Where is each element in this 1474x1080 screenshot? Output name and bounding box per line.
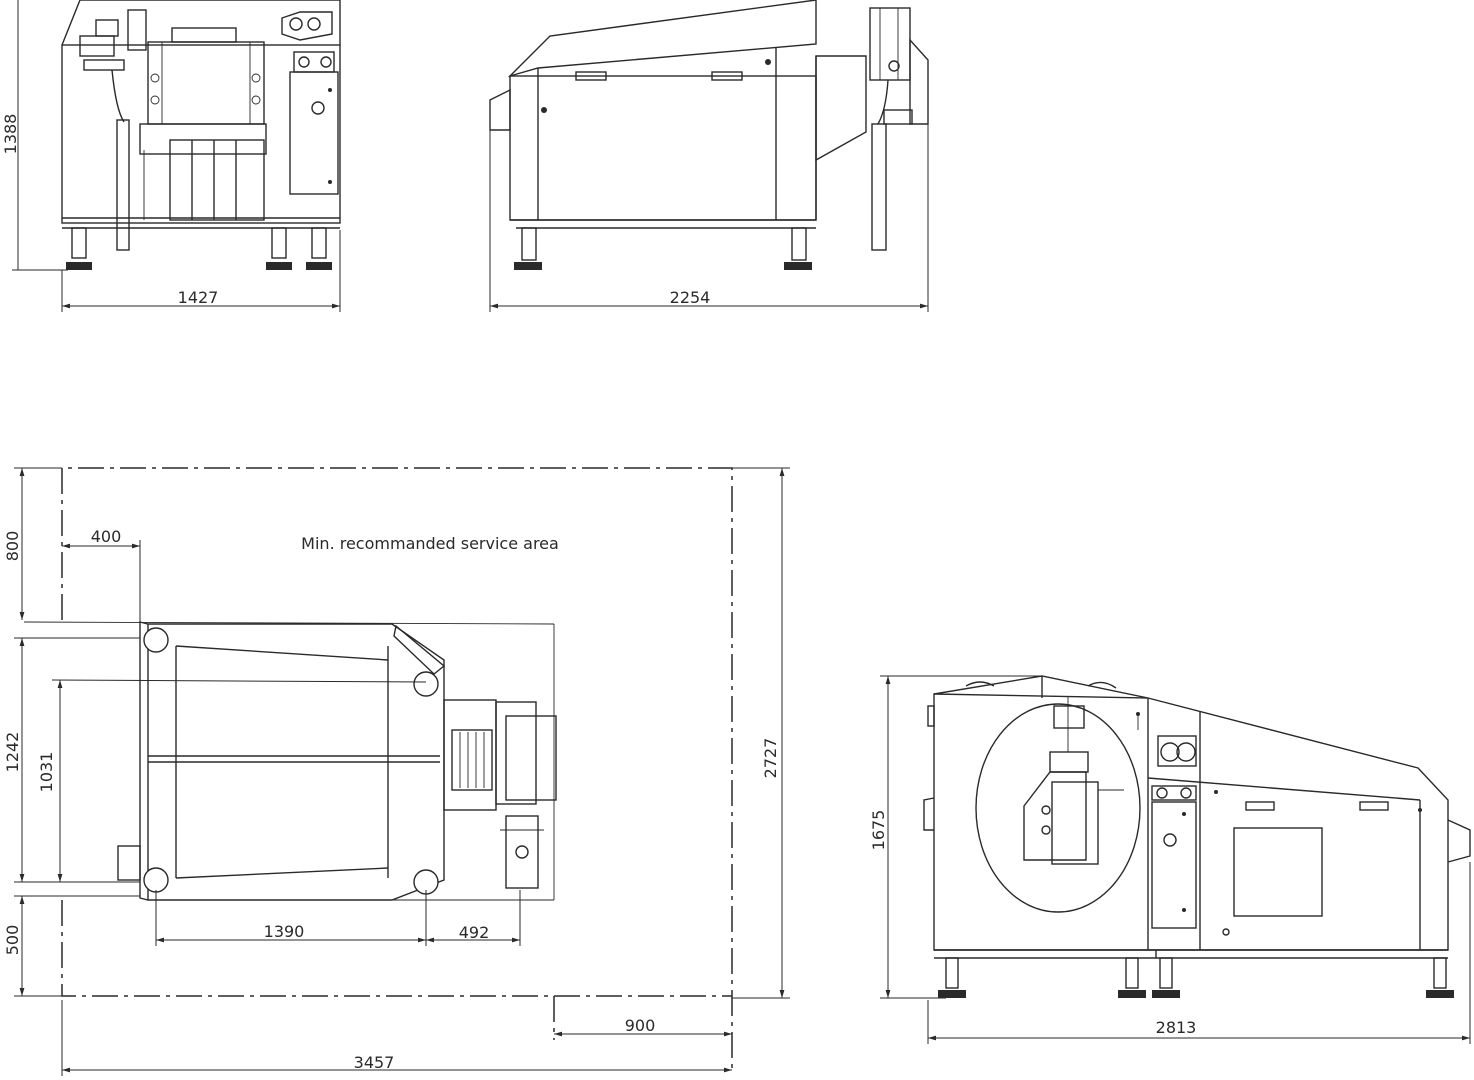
dim-plan-outlet-offset: 492 (459, 923, 490, 942)
dim-plan-total-depth: 2727 (761, 738, 780, 779)
dim-plan-total-length: 3457 (354, 1053, 395, 1072)
dim-side-width: 2254 (670, 288, 711, 307)
plan-dimensions (14, 467, 790, 1076)
dimension-labels: 1388 1427 2254 Min. recommanded service … (1, 114, 1196, 1072)
side-view (489, 0, 929, 270)
dim-plan-inner-depth: 1031 (37, 752, 56, 793)
rear-dimensions (880, 675, 1471, 1044)
dim-rear-height: 1675 (869, 810, 888, 851)
dim-rear-width: 2813 (1156, 1018, 1197, 1037)
plan-view (23, 467, 733, 1070)
dim-plan-right-clearance: 900 (625, 1016, 656, 1035)
dim-plan-length: 1390 (264, 922, 305, 941)
dim-plan-top-clearance: 800 (3, 531, 22, 562)
dim-front-width: 1427 (178, 288, 219, 307)
side-dimensions (489, 124, 929, 312)
dim-plan-bottom-clearance: 500 (3, 925, 22, 956)
rear-view (923, 675, 1471, 998)
dim-plan-depth: 1242 (3, 732, 22, 773)
dim-plan-left-offset: 400 (91, 527, 122, 546)
front-view (61, 0, 341, 270)
dim-front-height: 1388 (1, 114, 20, 155)
front-dimensions (12, 0, 341, 312)
service-area-label: Min. recommanded service area (301, 534, 559, 553)
